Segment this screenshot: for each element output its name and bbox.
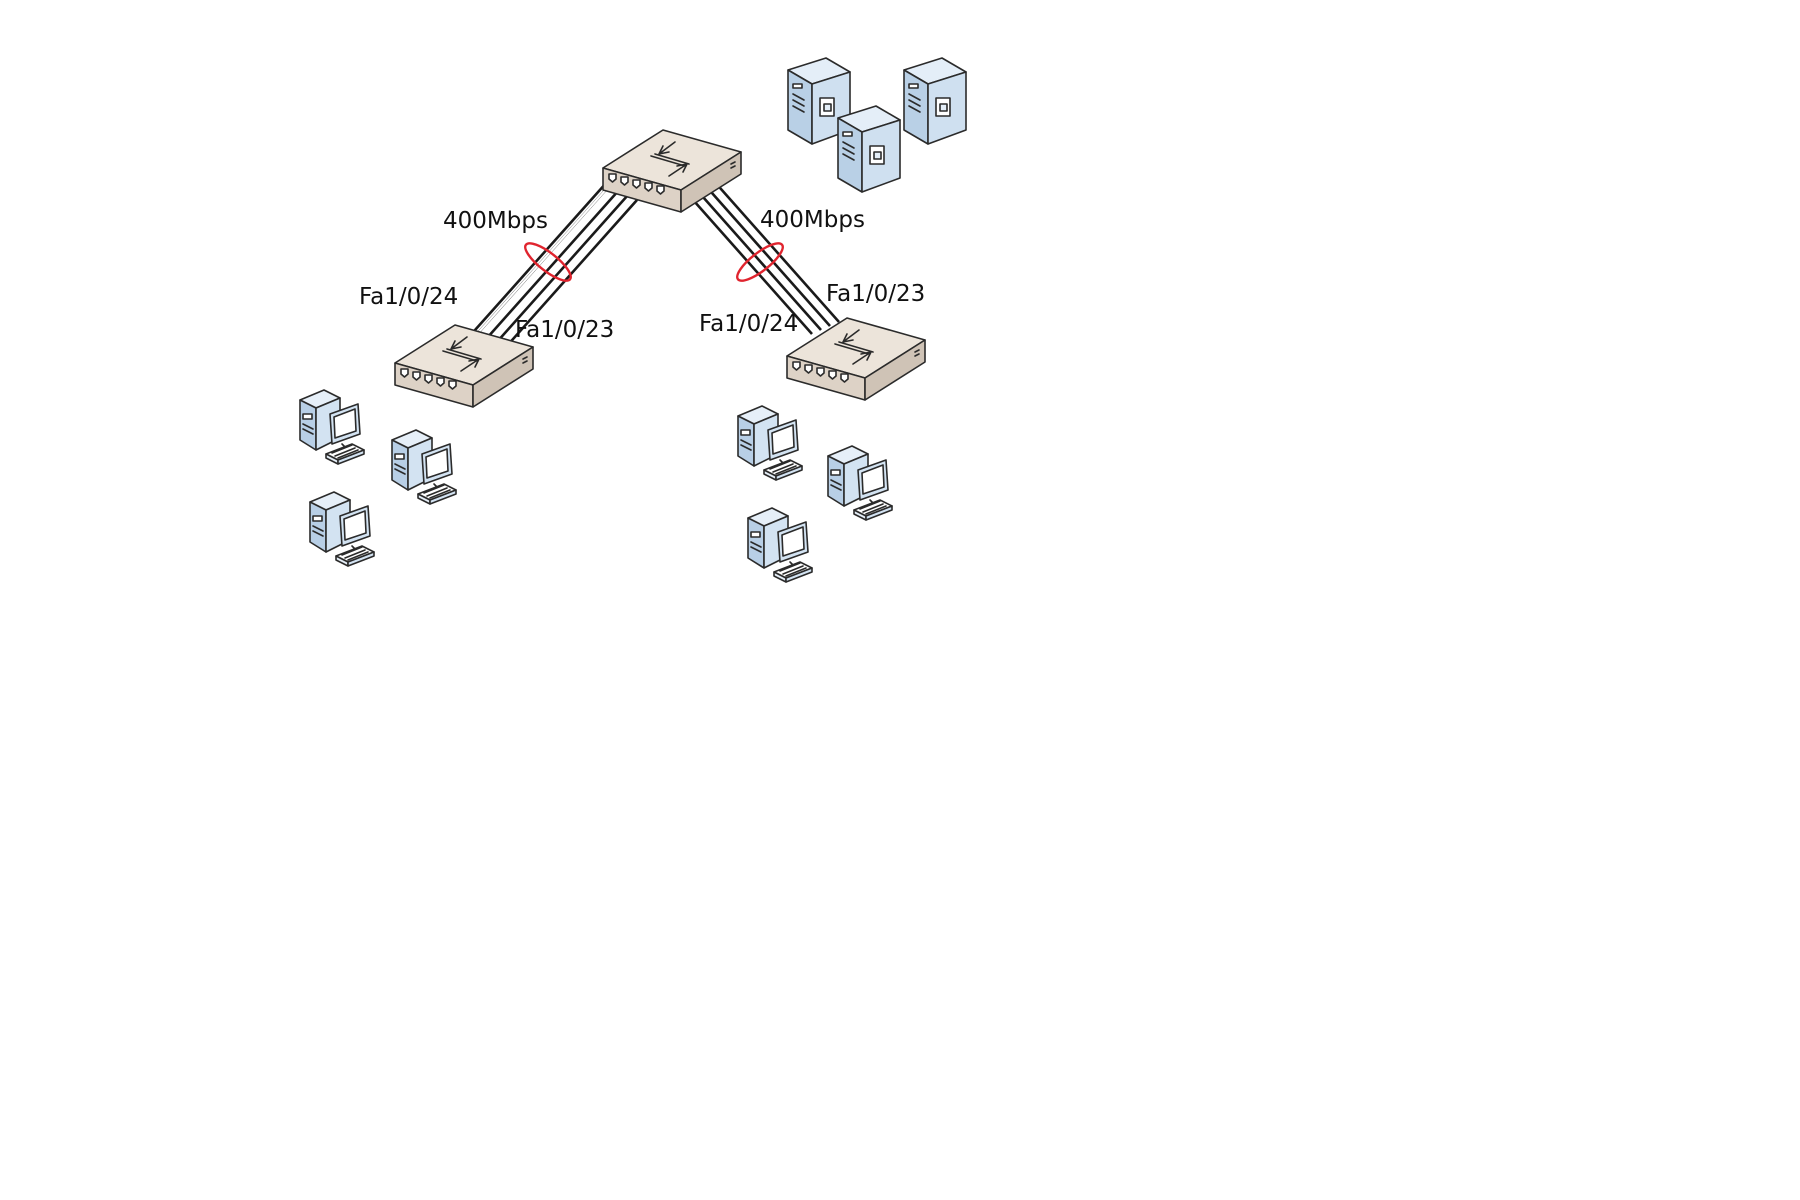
right-bundle-ring [736,242,784,282]
left-bundle-ring [524,242,572,282]
desktop-pc-icon [299,389,365,465]
workstations-right [737,405,893,583]
desktop-pc-icon [391,429,457,505]
left-link-speed-label: 400Mbps [443,208,548,234]
switch-icon [394,324,534,408]
right-port-upper-label: Fa1/0/23 [826,281,925,307]
desktop-pc-icon [747,507,813,583]
right-link-speed-label: 400Mbps [760,207,865,233]
right-port-lower-label: Fa1/0/24 [699,311,798,337]
server-icon [837,105,901,193]
workstations-left [299,389,457,567]
left-port-lower-label: Fa1/0/23 [515,317,614,343]
server-farm [787,57,967,193]
access-switch-left [394,324,534,408]
left-trunk-links [466,181,638,358]
desktop-pc-icon [737,405,803,481]
desktop-pc-icon [827,445,893,521]
desktop-pc-icon [309,491,375,567]
left-port-upper-label: Fa1/0/24 [359,284,458,310]
server-icon [903,57,967,145]
right-trunk-links [685,179,840,335]
